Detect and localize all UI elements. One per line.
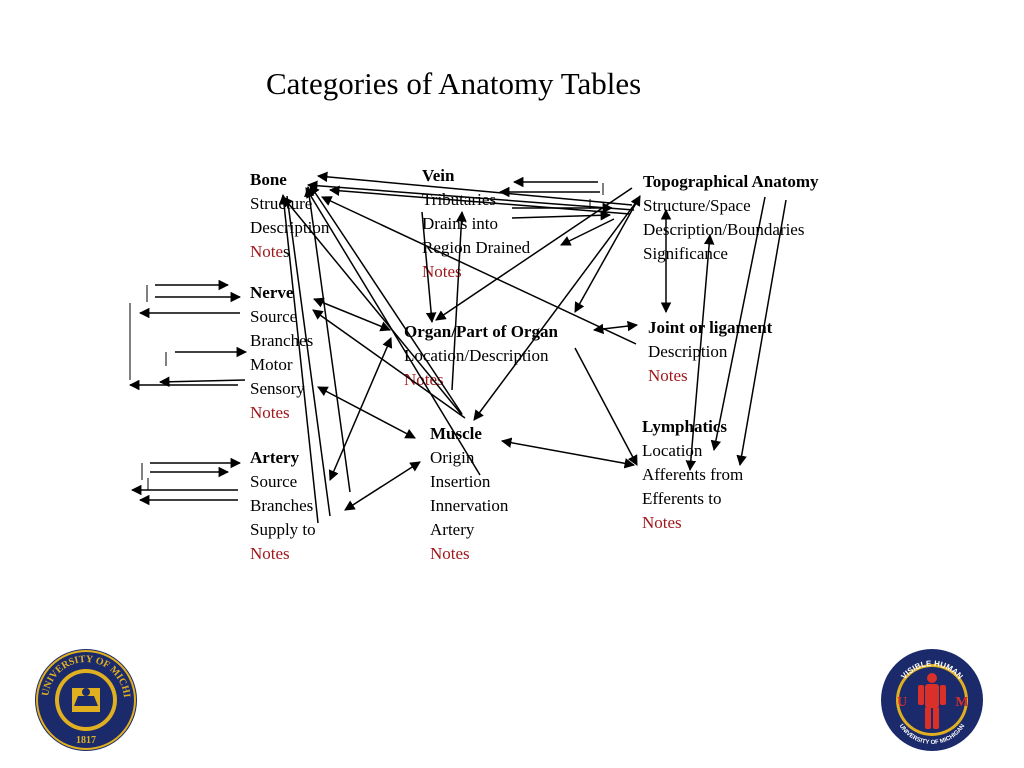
lymph-notes: Notes (642, 513, 682, 532)
page-title: Categories of Anatomy Tables (266, 66, 642, 101)
category-vein: Vein Tributaries Drains into Region Drai… (422, 164, 530, 284)
artery-item: Branches (250, 496, 314, 515)
connection-arrow (304, 185, 351, 493)
artery-item: Source (250, 472, 298, 491)
category-bone: Bone Structure Description Notes (250, 168, 329, 264)
connection-arrow (313, 297, 391, 332)
category-nerve: Nerve Source Branches Motor Sensory Note… (250, 281, 313, 425)
vh-letter-u: U (897, 695, 907, 710)
lymph-item: Afferents from (642, 465, 744, 484)
artery-item: Supply to (250, 520, 316, 539)
joint-notes: Notes (648, 366, 688, 385)
connection-arrow (316, 171, 633, 206)
university-seal-logo: THE UNIVERSITY OF MICHIGAN 1817 (34, 648, 137, 751)
connection-arrow (306, 180, 635, 211)
muscle-notes: Notes (430, 544, 470, 563)
connection-arrow (321, 196, 637, 345)
topo-heading: Topographical Anatomy (643, 172, 819, 191)
nerve-item: Sensory (250, 379, 305, 398)
connection-arrow (574, 347, 638, 466)
connection-arrow (560, 218, 615, 246)
connection-arrow (473, 196, 641, 421)
nerve-item: Source (250, 307, 298, 326)
connection-arrow (421, 211, 437, 324)
seal-year: 1817 (76, 735, 96, 746)
muscle-item: Insertion (430, 472, 491, 491)
connection-arrow (278, 193, 319, 524)
bone-notes-prefix: Note (250, 242, 284, 261)
vein-item: Drains into (422, 214, 499, 233)
connection-arrow (158, 376, 246, 388)
topo-item: Description/Boundaries (643, 220, 805, 239)
nerve-notes: Notes (250, 403, 290, 422)
bone-item: Description (250, 218, 330, 237)
nerve-heading: Nerve (250, 283, 294, 302)
bone-heading: Bone (250, 170, 287, 189)
vh-letter-m: M (955, 695, 968, 710)
category-organ: Organ/Part of Organ Location/Description… (404, 320, 558, 392)
category-artery: Artery Source Branches Supply to Notes (250, 446, 316, 566)
connection-arrow (286, 195, 331, 517)
connection-arrow (500, 437, 636, 469)
connection-arrow (736, 199, 787, 467)
category-muscle: Muscle Origin Insertion Innervation Arte… (430, 422, 508, 566)
bone-notes: Notes (250, 240, 329, 264)
connection-arrow (328, 185, 631, 215)
connection-arrow (685, 233, 715, 472)
organ-heading: Organ/Part of Organ (404, 322, 558, 341)
connection-arrow (511, 210, 612, 221)
bone-notes-suffix: s (283, 242, 290, 261)
organ-notes: Notes (404, 370, 444, 389)
muscle-item: Innervation (430, 496, 509, 515)
organ-item: Location/Description (404, 346, 549, 365)
muscle-item: Artery (430, 520, 475, 539)
connection-arrow (710, 196, 766, 452)
connection-arrow (344, 461, 421, 511)
muscle-item: Origin (430, 448, 475, 467)
artery-notes: Notes (250, 544, 290, 563)
lymph-item: Efferents to (642, 489, 722, 508)
connection-arrow (328, 337, 393, 481)
vein-item: Region Drained (422, 238, 531, 257)
muscle-heading: Muscle (430, 424, 482, 443)
connection-arrow (574, 195, 641, 313)
connection-arrow (592, 320, 639, 335)
vein-notes: Notes (422, 262, 462, 281)
nerve-item: Motor (250, 355, 293, 374)
artery-heading: Artery (250, 448, 300, 467)
connection-arrow (309, 184, 463, 415)
connection-arrow (451, 210, 467, 391)
vein-heading: Vein (422, 166, 455, 185)
visible-human-logo: U M VISIBLE HUMAN UNIVERSITY OF MICHIGAN (881, 649, 983, 751)
